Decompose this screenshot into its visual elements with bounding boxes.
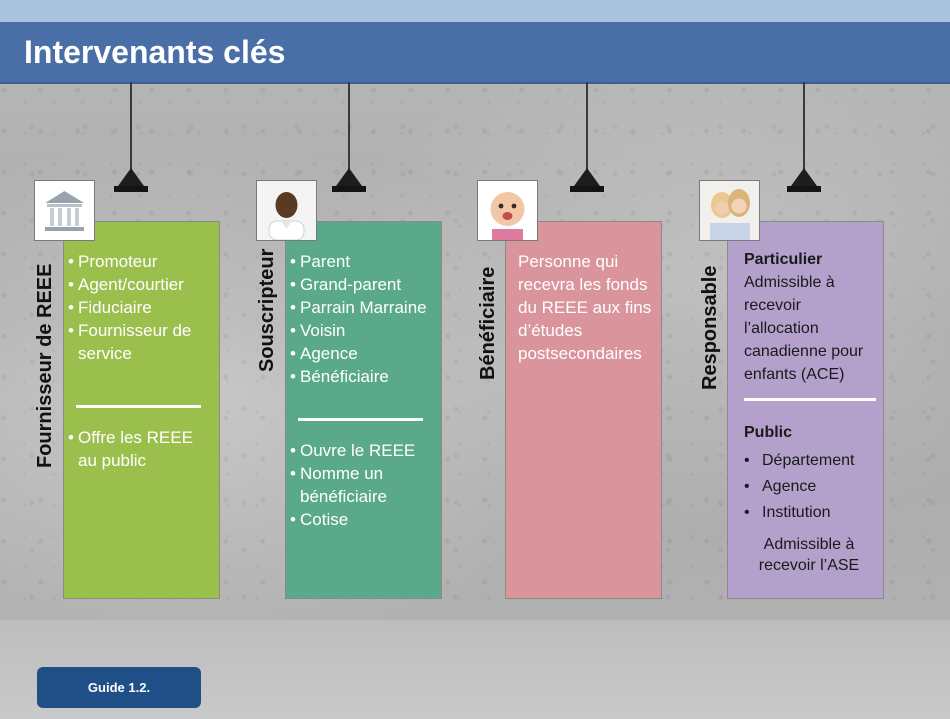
list-item: Cotise [290,508,435,531]
list-item: Fournisseur de service [68,319,213,365]
mother-daughter-portrait-icon [699,180,760,241]
lamp-shade [332,186,366,192]
lamp-shade [570,186,604,192]
card-label-fournisseur: Fournisseur de REEE [34,263,56,469]
ceiling-lamp-icon [336,168,362,186]
fournisseur-list: Promoteur Agent/courtier Fiduciaire Four… [68,250,213,365]
card-beneficiaire-body: Personne qui recevra les fonds du REEE a… [518,250,655,365]
ceiling-lamp-icon [118,168,144,186]
card-responsable: Particulier Admissible à recevoir l’allo… [727,221,884,599]
man-portrait-icon [256,180,317,241]
card-beneficiaire: Personne qui recevra les fonds du REEE a… [505,221,662,599]
particulier-heading: Particulier [744,251,823,268]
lamp-cord [348,82,350,172]
slide-title: Intervenants clés [24,34,286,70]
list-item: Parent [290,250,435,273]
lamp-cord [130,82,132,172]
list-item: Département [744,448,877,474]
ceiling-lamp-icon [791,168,817,186]
card-fournisseur-body: Promoteur Agent/courtier Fiduciaire Four… [68,250,213,472]
card-label-beneficiaire: Bénéficiaire [477,266,499,380]
ceiling-lamp-icon [574,168,600,186]
list-item: Parrain Marraine [290,296,435,319]
card-fournisseur: Promoteur Agent/courtier Fiduciaire Four… [63,221,220,599]
card-responsable-body: Particulier Admissible à recevoir l’allo… [744,248,877,576]
card-souscripteur: Parent Grand-parent Parrain Marraine Voi… [285,221,442,599]
list-item: Voisin [290,319,435,342]
public-list: Département Agence Institution [744,448,877,526]
guide-badge[interactable]: Guide 1.2. [37,667,201,708]
divider [76,405,201,408]
lamp-shade [114,186,148,192]
top-strip [0,0,950,22]
beneficiaire-description: Personne qui recevra les fonds du REEE a… [518,252,652,363]
divider [298,418,423,421]
list-item: Offre les REEE au public [68,426,213,472]
baby-portrait-icon [477,180,538,241]
divider [744,398,876,401]
list-item: Promoteur [68,250,213,273]
lamp-cord [586,82,588,172]
lamp-shade [787,186,821,192]
title-bar [0,22,950,84]
list-item: Grand-parent [290,273,435,296]
fournisseur-list-after: Offre les REEE au public [68,426,213,472]
public-text: Admissible à recevoir l’ASE [758,536,860,574]
lamp-cord [803,82,805,172]
public-heading: Public [744,424,793,441]
list-item: Agent/courtier [68,273,213,296]
list-item: Ouvre le REEE [290,439,435,462]
list-item: Agence [290,342,435,365]
list-item: Institution [744,500,877,526]
list-item: Bénéficiaire [290,365,435,388]
list-item: Agence [744,474,877,500]
list-item: Fiduciaire [68,296,213,319]
bank-building-icon [34,180,95,241]
card-souscripteur-body: Parent Grand-parent Parrain Marraine Voi… [290,250,435,531]
list-item: Nomme un bénéficiaire [290,462,435,508]
particulier-text: Admissible à recevoir l’allocation canad… [744,274,864,383]
souscripteur-list: Parent Grand-parent Parrain Marraine Voi… [290,250,435,388]
souscripteur-list-after: Ouvre le REEE Nomme un bénéficiaire Coti… [290,439,435,531]
card-label-responsable: Responsable [699,265,721,390]
card-label-souscripteur: Souscripteur [256,248,278,372]
